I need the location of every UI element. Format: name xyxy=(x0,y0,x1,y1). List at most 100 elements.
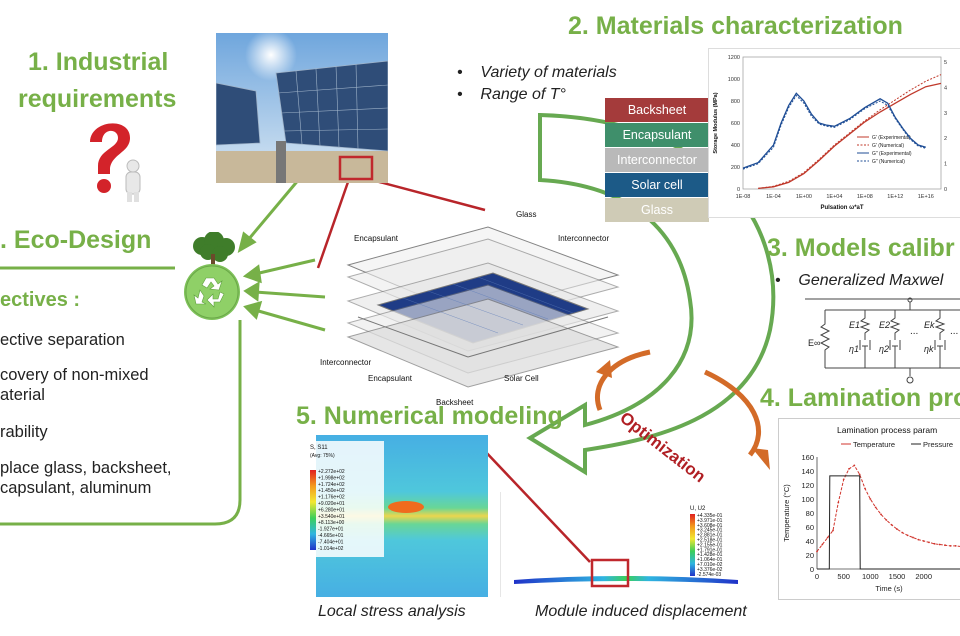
x-tick-label: 2000 xyxy=(915,572,932,581)
fea-left-legend-value: -7.404e+01 xyxy=(318,539,344,545)
y-axis-label: Storage Modulus (MPa) xyxy=(713,92,719,153)
series-line xyxy=(758,82,942,190)
fea-right-legend-value: -2.574e-03 xyxy=(697,572,721,578)
fea-left-legend-value: -1.927e+01 xyxy=(318,527,344,533)
data-point xyxy=(949,545,952,547)
fea-left-legend-value: +9.020e+01 xyxy=(318,501,345,507)
y-tick-label: 0 xyxy=(737,187,740,193)
section-1-title-line2: requirements xyxy=(18,85,177,113)
label-eta1: η1 xyxy=(849,344,859,354)
legend-entry: Pressure xyxy=(923,440,953,449)
data-point xyxy=(944,544,946,547)
y-tick-label: 200 xyxy=(731,165,740,171)
data-point xyxy=(832,529,834,532)
y2-tick-label: 5 xyxy=(944,60,947,66)
objectives-heading: ectives : xyxy=(0,289,81,311)
chart-title: Lamination process param xyxy=(837,425,937,435)
maxwell-bullet-text: Generalized Maxwel xyxy=(798,272,944,289)
label-dots-right: ... xyxy=(950,326,958,337)
caption-module-displacement: Module induced displacement xyxy=(535,603,747,620)
label-e2: E2 xyxy=(879,320,890,330)
data-point xyxy=(816,550,818,553)
legend-entry: G" (Numerical) xyxy=(872,159,905,165)
y-axis-label: Temperature (°C) xyxy=(782,484,791,542)
exploded-module-diagram: Glass Encapsulant Interconnector Interco… xyxy=(320,210,620,407)
data-point xyxy=(885,519,888,521)
inbound-arrows xyxy=(237,177,326,332)
data-point xyxy=(874,506,877,509)
y2-tick-label: 0 xyxy=(944,187,947,193)
x-tick-label: 500 xyxy=(837,572,850,581)
fea-left-legend-value: +1.724e+02 xyxy=(318,482,345,488)
fea-right-legend-value: +3.971e-01 xyxy=(697,518,723,524)
maxwell-model-diagram: E∞ E1 E2 Ek η1 η2 ηk ... ... xyxy=(805,297,960,384)
y-tick-label: 60 xyxy=(806,523,814,532)
y2-tick-label: 1 xyxy=(944,162,947,168)
data-point xyxy=(880,513,882,516)
title-line-1: 1. Industrial xyxy=(28,48,169,76)
x-tick-label: 1E+00 xyxy=(796,194,812,200)
label-etak: ηk xyxy=(924,344,934,354)
fea-left-title: S, S11 xyxy=(310,445,328,451)
series-line xyxy=(742,94,926,170)
bullet-item: • Variety of materials xyxy=(457,64,617,81)
data-point xyxy=(928,541,930,544)
layer-stack: Backsheet Encapsulant Interconnector Sol… xyxy=(605,98,709,222)
x-tick-label: 1E-04 xyxy=(766,194,781,200)
caption-local-stress: Local stress analysis xyxy=(318,603,466,620)
data-point xyxy=(912,536,914,539)
objective-item: covery of non-mixed xyxy=(0,366,149,384)
y-tick-label: 100 xyxy=(801,495,814,504)
fea-left-legend-value: +1.998e+02 xyxy=(318,475,345,481)
series-line xyxy=(817,475,960,570)
data-point xyxy=(954,545,957,547)
section-5-title: 5. Numerical modeling xyxy=(296,402,563,430)
data-point xyxy=(933,542,936,545)
data-point xyxy=(821,543,824,546)
data-point xyxy=(864,487,866,490)
fea-right-legend-value: +3.608e-01 xyxy=(697,523,723,529)
objective-item: ective separation xyxy=(0,331,125,349)
fea-right-legend-value: +7.010e-02 xyxy=(697,562,723,568)
eco-design-bracket-bottom xyxy=(0,320,242,526)
y2-tick-label: 4 xyxy=(944,85,947,91)
data-point xyxy=(858,473,861,476)
legend-entry: G" (Experimental) xyxy=(872,151,912,157)
data-point xyxy=(853,464,856,467)
x-tick-label: 1E+04 xyxy=(826,194,842,200)
x-tick-label: 1E+16 xyxy=(918,194,934,200)
fea-right-title: U, U2 xyxy=(690,506,706,512)
data-point xyxy=(837,501,840,504)
objective-item: rability xyxy=(0,423,48,441)
fea-right-legend-value: +1.791e-01 xyxy=(697,547,723,553)
fea-right-legend-value: +2.518e-01 xyxy=(697,538,723,544)
x-tick-label: 1500 xyxy=(889,572,906,581)
data-point xyxy=(869,498,872,500)
legend-entry: G' (Experimental) xyxy=(872,135,911,141)
x-axis-label: Pulsation ω*aT xyxy=(820,205,863,211)
y-tick-label: 600 xyxy=(731,121,740,127)
fea-right-legend-value: +3.245e-01 xyxy=(697,528,723,534)
y-tick-label: 400 xyxy=(731,143,740,149)
label-encapsulant-top: Encapsulant xyxy=(354,234,399,243)
data-point xyxy=(922,540,925,542)
optimization-arrows xyxy=(595,349,770,470)
y-tick-label: 1200 xyxy=(728,55,740,61)
data-point xyxy=(890,524,893,526)
x-tick-label: 1E+08 xyxy=(857,194,873,200)
x-tick-label: 1000 xyxy=(862,572,879,581)
label-encapsulant-bottom: Encapsulant xyxy=(368,374,413,383)
fea-displacement-plot: U, U2 +4.335e-01+3.971e-01+3.608e-01+3.2… xyxy=(500,492,738,597)
fea-right-legend-value: +4.335e-01 xyxy=(697,513,723,519)
label-solar-cell: Solar Cell xyxy=(504,374,539,383)
fea-left-subtitle: (Avg: 75%) xyxy=(310,453,335,459)
fea-right-legend-value: +2.881e-01 xyxy=(697,533,723,539)
series-line xyxy=(816,464,960,552)
label-dots: ... xyxy=(910,326,918,337)
fea-stress-plot: S, S11 (Avg: 75%) +2.272e+02+1.998e+02+1… xyxy=(306,435,488,597)
layer-interconnector: Interconnector xyxy=(605,148,709,172)
data-point xyxy=(906,534,909,537)
label-interconnector-bottom: Interconnector xyxy=(320,358,371,367)
bullet-variety: Variety of materials xyxy=(480,64,617,81)
